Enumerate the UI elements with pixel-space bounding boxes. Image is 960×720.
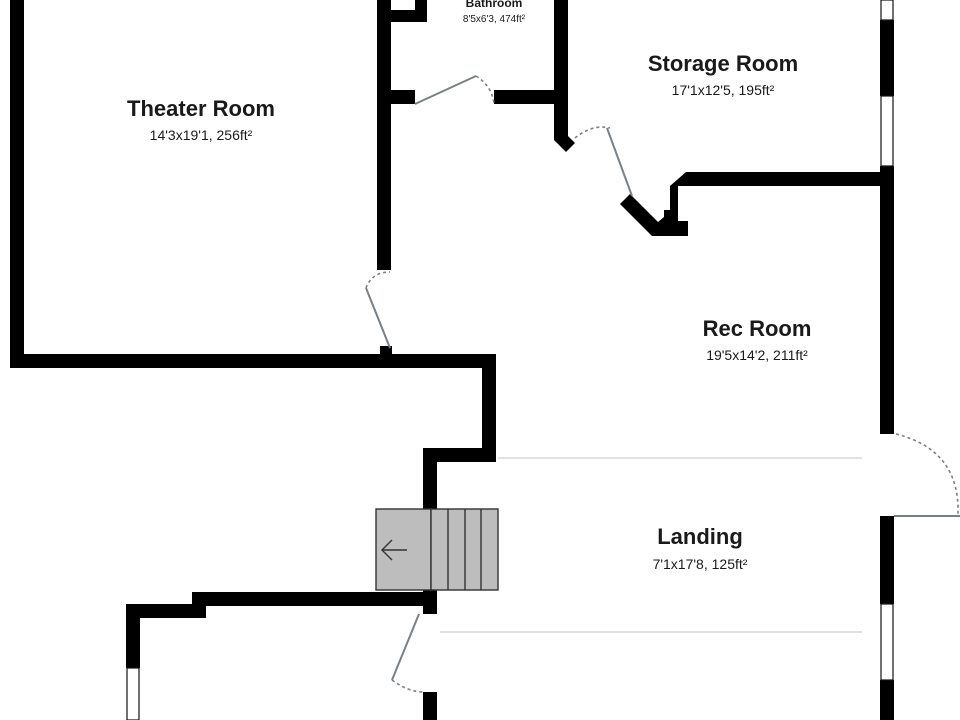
window-right-landing	[880, 603, 894, 681]
windows	[126, 0, 894, 720]
wall-theater-bottom	[10, 354, 496, 368]
wall-bath-right	[554, 0, 568, 104]
room-label-theater: Theater Room	[127, 96, 275, 121]
door-lower-arc	[391, 679, 425, 693]
wall-right-bottom	[880, 680, 894, 720]
wall-theater-left	[10, 0, 24, 368]
stairs	[375, 508, 499, 591]
wall-rec-diag-inner	[664, 210, 676, 222]
door-exterior-arc	[895, 433, 959, 515]
wall-lower-top-left	[126, 604, 206, 618]
room-label-bathroom: Bathroom	[466, 0, 523, 10]
wall-bath-inner-right	[415, 0, 427, 22]
room-label-landing: Landing	[657, 524, 743, 549]
wall-right-mid	[880, 166, 894, 434]
wall-lower-left	[126, 604, 140, 668]
wall-bath-stub	[391, 90, 415, 104]
wall-right-lower	[880, 516, 894, 604]
doors	[365, 75, 960, 693]
window-right-top	[880, 0, 894, 21]
room-dims-theater: 14'3x19'1, 256ft²	[150, 127, 253, 143]
wall-bath-bottom	[494, 90, 560, 104]
wall-step-vertical	[482, 354, 496, 462]
door-lower-leaf	[391, 613, 420, 681]
wall-lower-top	[192, 592, 437, 606]
door-bathroom-arc	[475, 75, 495, 105]
room-label-storage: Storage Room	[648, 51, 798, 76]
wall-theater-right-stub	[380, 346, 392, 358]
wall-stair-left	[423, 448, 437, 510]
wall-storage-diag-stub	[554, 104, 575, 152]
wall-right-top	[880, 20, 894, 96]
room-dims-rec: 19'5x14'2, 211ft²	[706, 347, 808, 363]
arrow-left-icon	[381, 539, 407, 561]
window-lower-left	[126, 667, 140, 720]
room-dims-landing: 7'1x17'8, 125ft²	[653, 556, 748, 572]
door-bathroom-leaf	[414, 75, 477, 105]
wall-bath-inner-top	[391, 10, 421, 22]
door-storage-arc	[574, 126, 611, 139]
room-label-rec: Rec Room	[703, 316, 812, 341]
door-theater-arc	[365, 271, 391, 289]
wall-step-horizontal	[423, 448, 496, 462]
door-storage-leaf	[606, 127, 633, 197]
wall-lower-door-stub	[423, 692, 437, 720]
window-right-storage	[880, 95, 894, 167]
door-theater-leaf	[365, 287, 391, 349]
room-dividers	[440, 457, 862, 633]
room-dims-storage: 17'1x12'5, 195ft²	[672, 82, 775, 98]
wall-lower-stair-stub	[423, 590, 437, 614]
wall-theater-right	[377, 0, 391, 270]
room-labels: Bathroom 8'5x6'3, 474ft² Storage Room 17…	[127, 0, 811, 572]
wall-rec-diag	[620, 172, 688, 236]
walls	[10, 0, 894, 720]
room-dims-bathroom: 8'5x6'3, 474ft²	[463, 14, 526, 25]
wall-rec-top	[686, 172, 893, 186]
